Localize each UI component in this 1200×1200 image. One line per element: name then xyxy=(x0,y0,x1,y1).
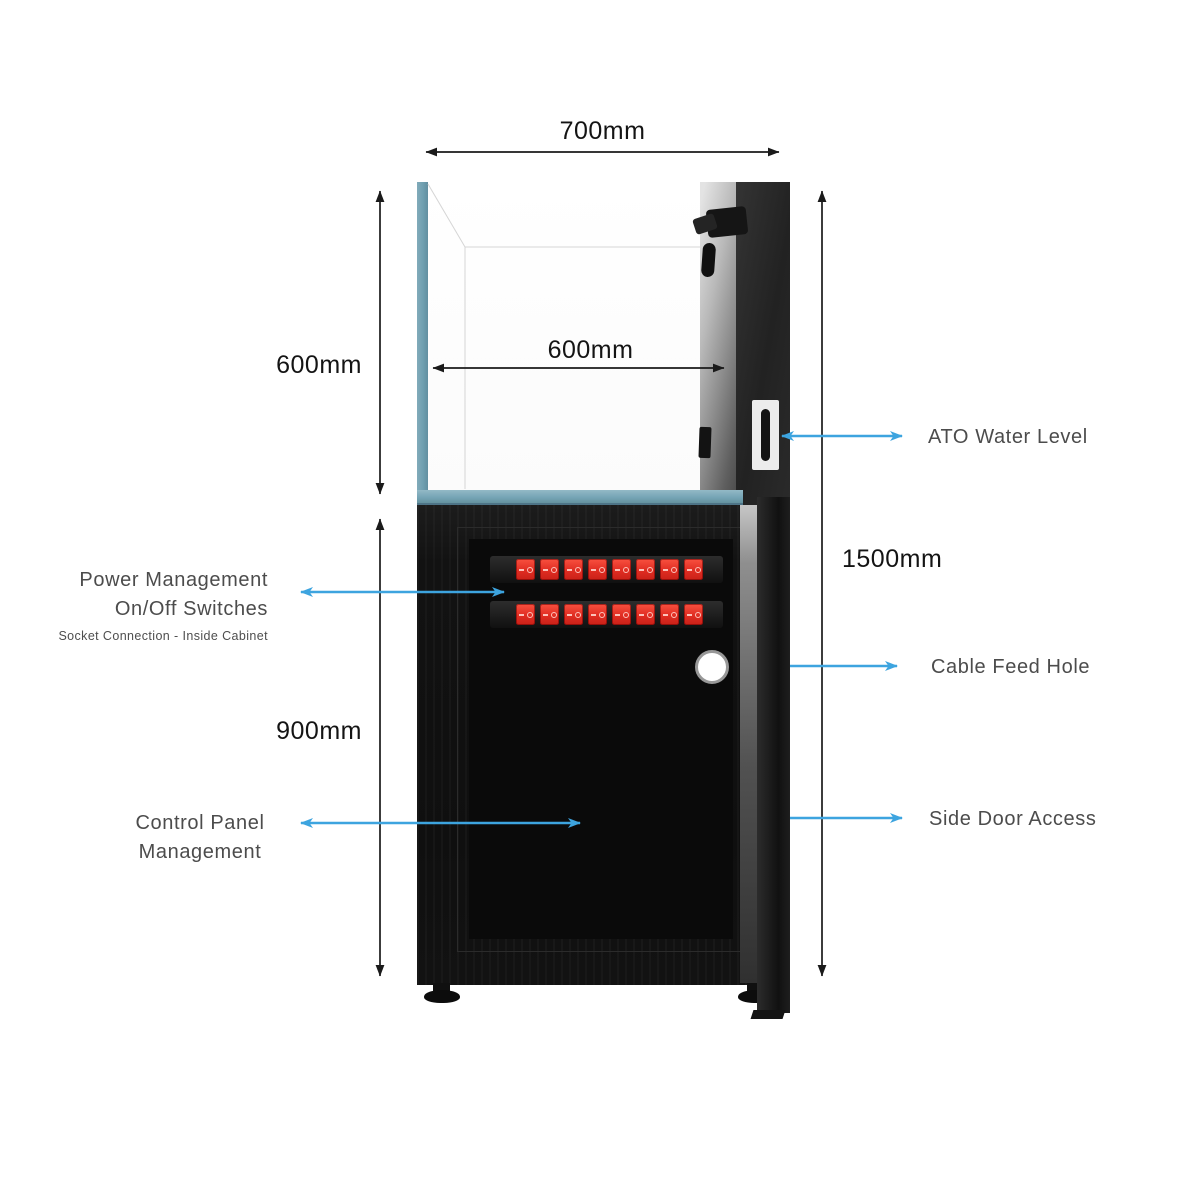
tank-glass-left-edge xyxy=(417,182,428,505)
ato-window-icon xyxy=(752,400,779,470)
dim-width-inner: 600mm xyxy=(547,336,634,364)
rocker-switch-icon xyxy=(612,604,631,625)
power-management-label: Power Management On/Off Switches Socket … xyxy=(40,566,268,644)
tank-glass-base xyxy=(417,490,743,505)
door-foot-icon xyxy=(750,1010,786,1019)
side-door-open xyxy=(757,497,790,1013)
overflow-bracket-icon xyxy=(698,426,712,459)
rocker-switch-icon xyxy=(612,559,631,580)
rocker-switch-icon xyxy=(540,604,559,625)
control-panel-line1: Control Panel xyxy=(135,812,265,834)
control-panel-line2: Management xyxy=(138,841,262,863)
side-door-access-label: Side Door Access xyxy=(929,808,1097,830)
rocker-switch-icon xyxy=(540,559,559,580)
overflow-pipe-icon xyxy=(700,242,717,278)
dim-height-cabinet: 900mm xyxy=(276,717,362,745)
ato-level-slot xyxy=(761,409,770,461)
cabinet-foot-icon xyxy=(420,983,464,1005)
power-strip-row-2 xyxy=(490,601,723,628)
power-management-line1: Power Management xyxy=(79,569,268,591)
control-panel-label: Control Panel Management xyxy=(115,809,285,867)
rocker-switch-icon xyxy=(684,559,703,580)
tank-interior xyxy=(428,182,700,490)
ato-water-level-label: ATO Water Level xyxy=(928,426,1088,448)
open-door-interior xyxy=(740,505,757,983)
rocker-switch-icon xyxy=(588,604,607,625)
rocker-switch-icon xyxy=(660,559,679,580)
cable-feed-hole-label: Cable Feed Hole xyxy=(931,656,1091,678)
rocker-switch-icon xyxy=(636,604,655,625)
rocker-switch-icon xyxy=(564,604,583,625)
rocker-switch-icon xyxy=(636,559,655,580)
cable-feed-hole-icon xyxy=(695,650,729,684)
dim-width-overall: 700mm xyxy=(559,117,646,145)
rocker-switch-icon xyxy=(564,559,583,580)
rocker-switch-icon xyxy=(516,559,535,580)
dim-height-total: 1500mm xyxy=(842,545,943,573)
rocker-switch-icon xyxy=(660,604,679,625)
dim-height-tank: 600mm xyxy=(276,351,362,379)
rocker-switch-icon xyxy=(684,604,703,625)
rocker-switch-icon xyxy=(516,604,535,625)
cabinet-door-face xyxy=(469,539,733,939)
power-management-line2: On/Off Switches xyxy=(114,598,268,620)
power-strip-row-1 xyxy=(490,556,723,583)
power-management-subtitle: Socket Connection - Inside Cabinet xyxy=(58,629,268,643)
rocker-switch-icon xyxy=(588,559,607,580)
